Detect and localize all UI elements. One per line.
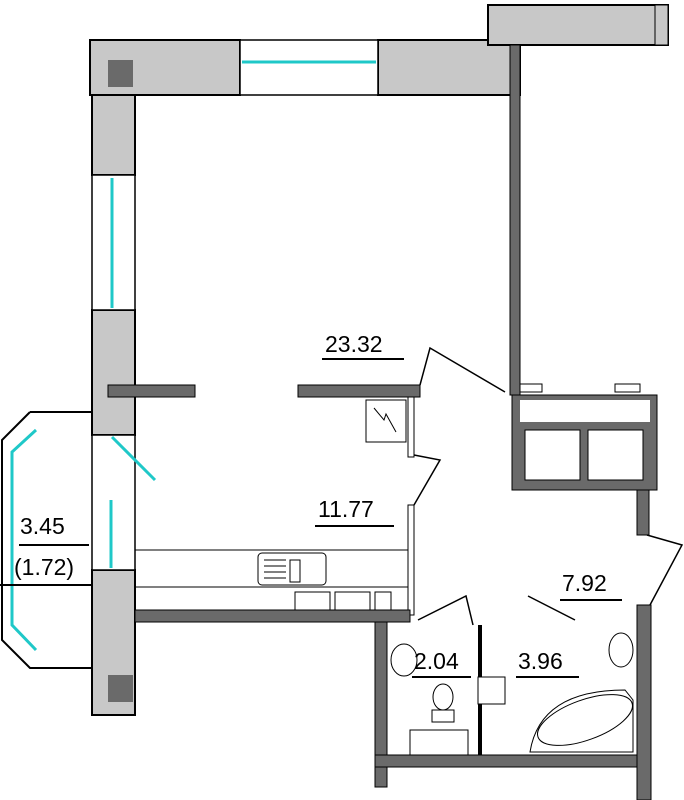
door-entrance: [646, 534, 684, 606]
partition-left: [107, 384, 196, 398]
sink-icon: [257, 552, 327, 586]
room-area-bathroom: 3.96: [518, 648, 563, 674]
wall-left-middle: [91, 309, 136, 436]
room-area-kitchen: 11.77: [318, 496, 374, 522]
wall-right: [509, 44, 521, 396]
storage-closet: [511, 383, 658, 491]
stove-icon: [294, 591, 331, 611]
door-living: [419, 346, 506, 393]
door-kitchen: [413, 454, 442, 506]
balcony-outline: [1, 411, 92, 669]
wc-sink-icon: [390, 643, 418, 677]
room-area-balcony: 3.45: [20, 513, 65, 539]
room-area-hall: 7.92: [562, 570, 607, 596]
bathroom-walls: [374, 594, 652, 800]
wall-top-right: [377, 39, 521, 96]
room-area-balcony-reduced: (1.72): [14, 554, 74, 580]
wall-top-protrusion: [487, 4, 669, 46]
bath-sink-icon: [608, 632, 634, 668]
column-top: [108, 60, 133, 87]
bathtub-icon: [529, 689, 634, 753]
wall-kitchen-bottom: [134, 609, 411, 623]
column-bottom: [108, 675, 133, 702]
room-area-wc: 2.04: [414, 648, 459, 674]
electric-panel-icon: [365, 399, 407, 443]
windows: [91, 39, 379, 571]
toilet-icon: [432, 683, 454, 711]
room-area-living: 23.32: [325, 331, 383, 357]
wall-left-upper: [91, 94, 136, 176]
partition-right: [297, 384, 421, 398]
